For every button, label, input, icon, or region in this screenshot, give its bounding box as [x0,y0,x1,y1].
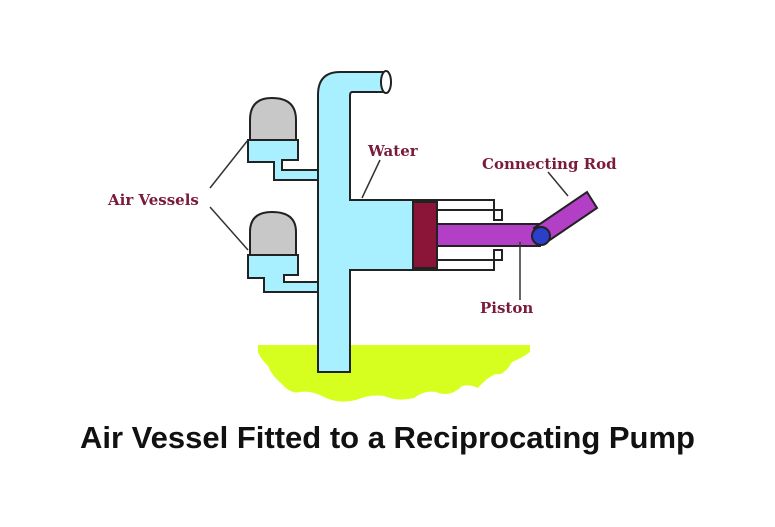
diagram-caption: Air Vessel Fitted to a Reciprocating Pum… [80,420,695,455]
leader-connecting-rod [547,171,569,197]
label-water: Water [367,142,419,160]
cylinder-wall-top [414,199,503,221]
upper-air-dome [249,96,297,141]
piston [412,201,438,269]
pump-body [317,71,415,373]
leader-air-vessels-upper [209,139,249,189]
lower-vessel-pipe [247,254,319,293]
delivery-outlet [380,70,392,94]
lower-air-dome [249,210,297,256]
label-connecting-rod: Connecting Rod [482,155,617,173]
label-piston: Piston [480,299,533,317]
leader-water [361,159,381,199]
label-air-vessels: Air Vessels [107,191,199,209]
crank-pin [531,226,551,246]
piston-rod [435,223,541,247]
leader-air-vessels-lower [209,206,249,251]
ground [258,345,530,402]
cylinder-wall-bottom [414,249,503,271]
upper-vessel-pipe [247,139,319,181]
